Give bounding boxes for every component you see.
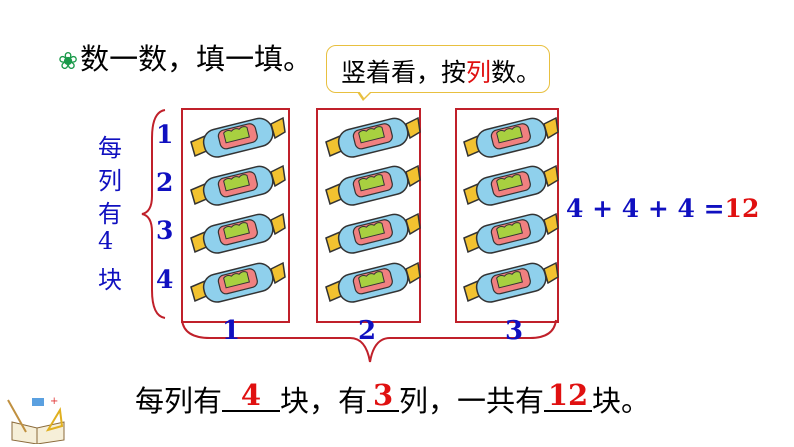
candy-icon bbox=[460, 162, 560, 208]
answer-blank-3[interactable]: 12 bbox=[544, 380, 593, 412]
column-box-2 bbox=[316, 108, 421, 323]
hint-text: 竖着看，按 bbox=[341, 58, 467, 87]
row-number: 4 bbox=[156, 265, 174, 294]
candy-icon bbox=[460, 259, 560, 305]
left-label-char: 4 bbox=[98, 227, 114, 255]
candy-icon bbox=[187, 210, 287, 256]
row-number: 3 bbox=[156, 216, 174, 245]
sentence-part: 块。 bbox=[592, 384, 651, 418]
speech-bubble: 竖着看，按列数。 bbox=[326, 45, 550, 93]
svg-text:+: + bbox=[50, 396, 58, 407]
left-label-char: 有 bbox=[98, 200, 122, 228]
column-label: 3 bbox=[505, 316, 524, 346]
flower-icon: ❀ bbox=[58, 47, 79, 75]
candy-icon bbox=[322, 259, 422, 305]
task-title: ❀数一数，填一填。 bbox=[58, 36, 312, 78]
title-text: 数一数，填一填。 bbox=[80, 42, 313, 76]
candy-icon bbox=[187, 162, 287, 208]
left-label-char: 每 bbox=[98, 134, 122, 162]
column-label: 2 bbox=[358, 316, 377, 346]
hint-text-end: 数。 bbox=[491, 58, 542, 87]
hint-highlight: 列 bbox=[466, 58, 492, 87]
candy-icon bbox=[322, 210, 422, 256]
left-brace bbox=[141, 109, 166, 319]
candy-icon bbox=[187, 259, 287, 305]
equation: 4 + 4 + 4 =12 bbox=[566, 194, 759, 223]
row-number: 1 bbox=[156, 120, 174, 149]
candy-icon bbox=[322, 162, 422, 208]
equation-expr: 4 + 4 + 4 = bbox=[566, 194, 725, 223]
sentence-part: 块，有 bbox=[280, 384, 368, 418]
sentence-part: 每列有 bbox=[135, 384, 223, 418]
row-number: 2 bbox=[156, 168, 174, 197]
candy-icon bbox=[460, 114, 560, 160]
answer-blank-2[interactable]: 3 bbox=[367, 380, 400, 412]
bubble-tail-fill bbox=[357, 88, 374, 98]
sentence-part: 列，一共有 bbox=[399, 384, 545, 418]
candy-icon bbox=[322, 114, 422, 160]
book-math-icon: + bbox=[7, 396, 65, 444]
candy-icon bbox=[460, 210, 560, 256]
column-box-3 bbox=[455, 108, 559, 323]
candy-icon bbox=[187, 114, 287, 160]
bottom-brace bbox=[181, 319, 557, 363]
left-label-char: 块 bbox=[98, 266, 122, 294]
column-label: 1 bbox=[222, 316, 241, 346]
answer-blank-1[interactable]: 4 bbox=[222, 380, 281, 412]
equation-result: 12 bbox=[724, 194, 760, 223]
column-box-1 bbox=[181, 108, 290, 323]
left-label-char: 列 bbox=[98, 167, 122, 195]
